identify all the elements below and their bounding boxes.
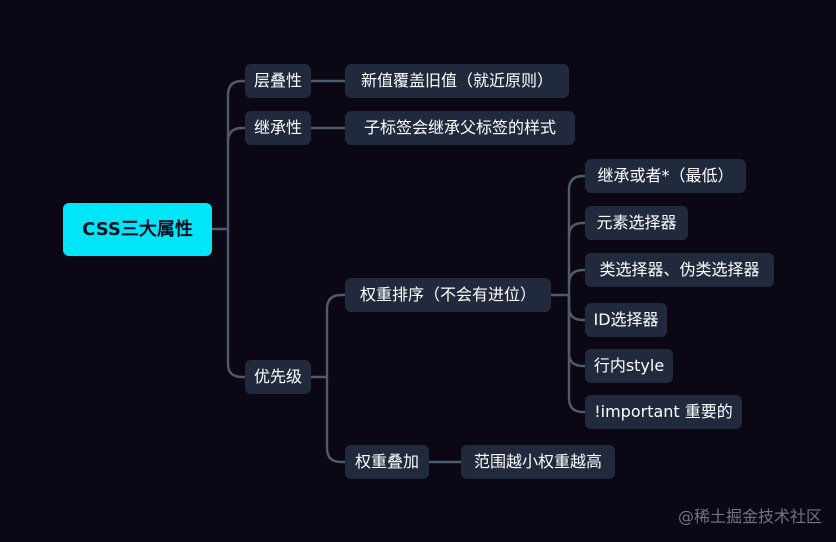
ranking-item-4[interactable]: ID选择器	[585, 303, 667, 337]
priority-ranking[interactable]: 权重排序（不会有进位）	[345, 278, 551, 312]
inheritance-child-label: 子标签会继承父标签的样式	[363, 118, 556, 137]
ranking-item-1[interactable]: 继承或者*（最低）	[585, 159, 746, 193]
edge-root-cascade	[210, 79, 247, 231]
priority-stacking-label: 权重叠加	[354, 452, 419, 471]
ranking-item-1-label: 继承或者*（最低）	[597, 166, 734, 185]
ranking-item-4-label: ID选择器	[593, 310, 659, 329]
edge-ranking-item-3	[567, 268, 587, 286]
edge-priority-stacking	[325, 375, 347, 464]
ranking-item-3-label: 类选择器、伪类选择器	[599, 260, 760, 279]
cascade-child-label: 新值覆盖旧值（就近原则）	[360, 71, 553, 90]
branch-priority-label: 优先级	[253, 367, 302, 386]
edge-ranking-item-5	[567, 293, 587, 368]
branch-inheritance-label: 继承性	[253, 118, 302, 137]
edge-ranking-item-2	[567, 221, 587, 238]
watermark: @稀土掘金技术社区	[677, 507, 822, 526]
priority-stacking[interactable]: 权重叠加	[345, 445, 429, 479]
branch-cascade[interactable]: 层叠性	[245, 64, 311, 98]
ranking-item-6-label: !important 重要的	[594, 402, 733, 421]
edge-ranking-item-1	[549, 174, 587, 297]
edge-priority-ranking	[309, 293, 347, 379]
edge-ranking-item-6	[567, 293, 587, 414]
edge-ranking-item-4	[567, 293, 587, 322]
edge-root-inheritance	[226, 126, 247, 144]
priority-ranking-label: 权重排序（不会有进位）	[359, 285, 536, 304]
ranking-item-5-label: 行内style	[593, 356, 665, 375]
ranking-item-3[interactable]: 类选择器、伪类选择器	[585, 253, 774, 287]
cascade-child[interactable]: 新值覆盖旧值（就近原则）	[345, 64, 569, 98]
ranking-item-2[interactable]: 元素选择器	[585, 206, 688, 240]
root-node[interactable]: CSS三大属性	[63, 203, 212, 256]
branch-priority[interactable]: 优先级	[245, 360, 311, 394]
ranking-item-2-label: 元素选择器	[596, 213, 677, 232]
inheritance-child[interactable]: 子标签会继承父标签的样式	[345, 111, 575, 145]
stacking-child[interactable]: 范围越小权重越高	[461, 445, 615, 479]
edge-root-priority	[226, 227, 247, 379]
root-label: CSS三大属性	[82, 218, 193, 240]
ranking-item-6[interactable]: !important 重要的	[585, 395, 742, 429]
branch-inheritance[interactable]: 继承性	[245, 111, 311, 145]
stacking-child-label: 范围越小权重越高	[473, 452, 602, 471]
branch-cascade-label: 层叠性	[253, 71, 302, 90]
ranking-item-5[interactable]: 行内style	[585, 349, 673, 383]
